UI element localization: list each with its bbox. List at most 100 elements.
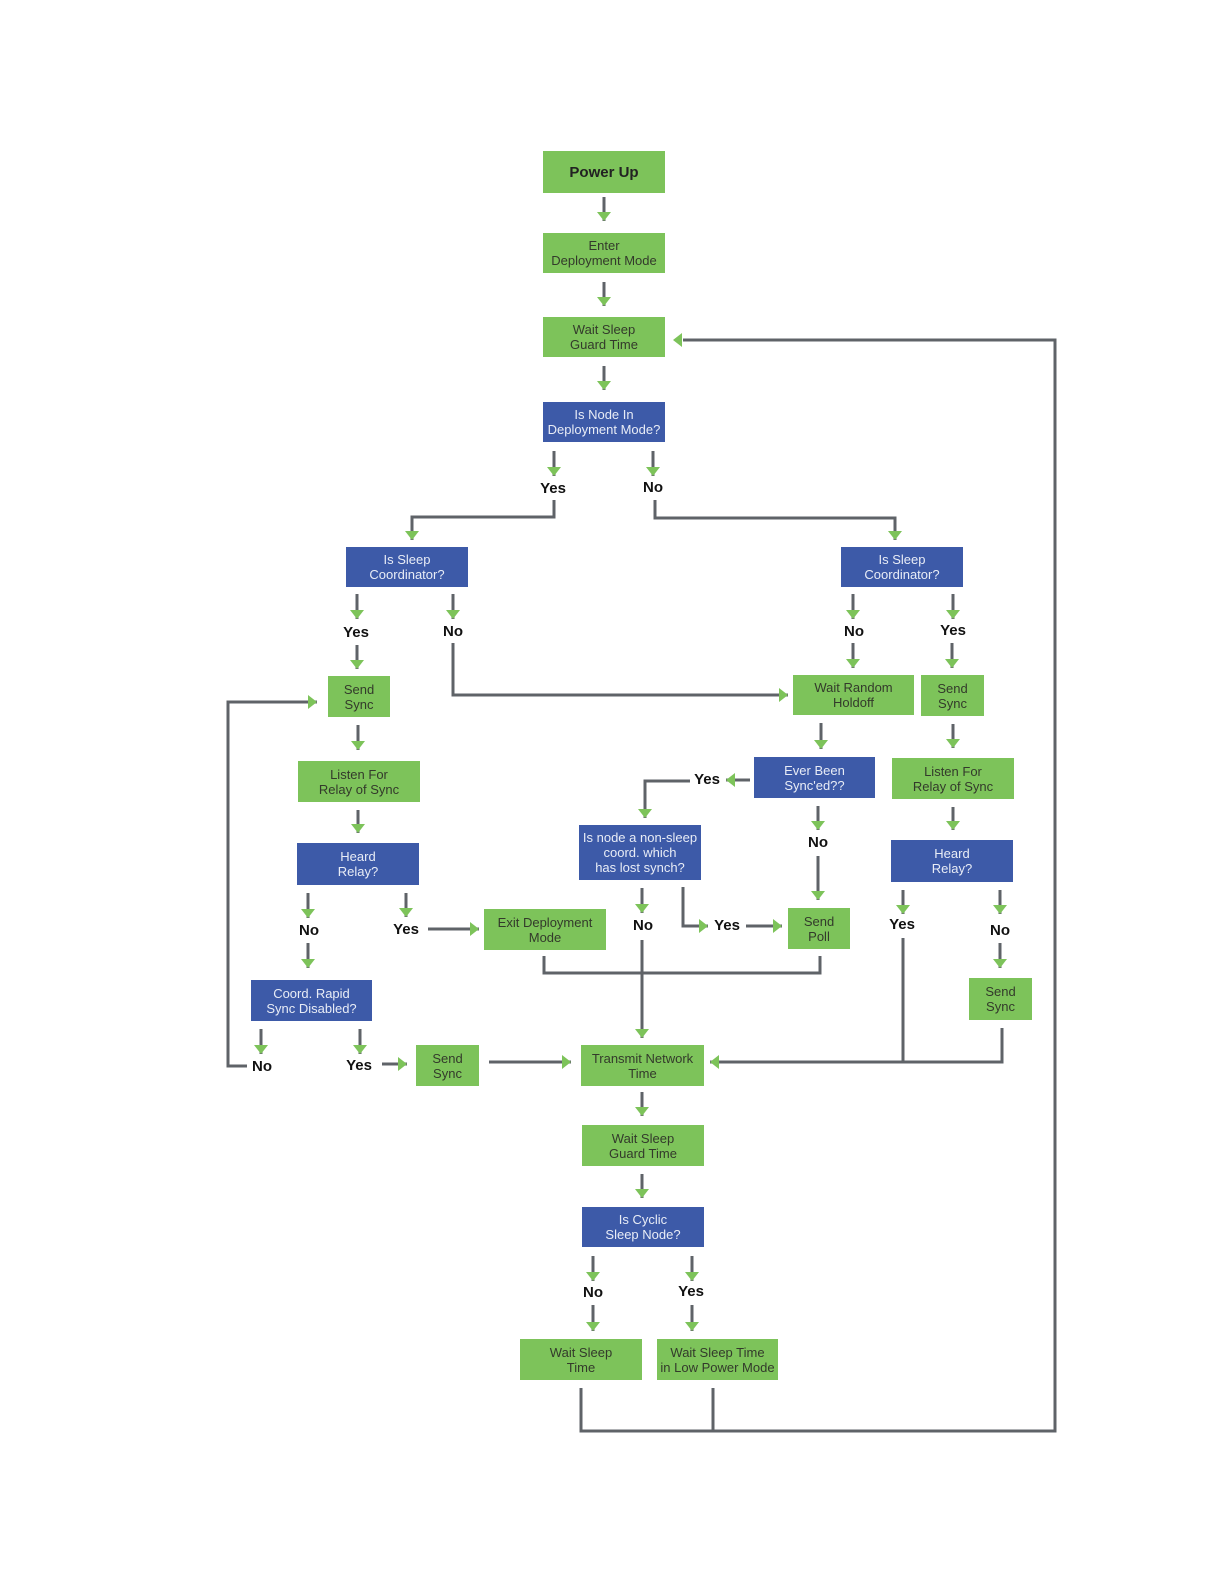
arrowhead-59 [811,821,825,830]
arrowhead-61 [811,891,825,900]
node-wait-random-holdoff: Wait Random Holdoff [793,675,914,715]
label-cyclic-no: No [583,1284,603,1301]
connector-line-46 [226,700,317,1068]
node-exit-deployment-mode: Exit Deployment Mode [484,909,606,950]
decision-is-sleep-coordinator-right: Is Sleep Coordinator? [841,547,963,587]
decision-is-sleep-coordinator-left: Is Sleep Coordinator? [346,547,468,587]
node-wait-sleep-time: Wait Sleep Time [520,1339,642,1380]
arrowhead-76 [896,905,910,914]
arrowhead-70 [635,1029,649,1038]
arrowhead-29 [945,659,959,668]
arrowhead-25 [946,610,960,619]
arrowhead-55 [638,809,652,818]
node-send-sync-right: Send Sync [921,675,984,716]
label-coord-right-yes: Yes [940,622,966,639]
arrowhead-15 [350,610,364,619]
arrowhead-93 [586,1322,600,1331]
arrowhead-49 [398,1057,407,1071]
node-listen-for-relay-right: Listen For Relay of Sync [892,758,1014,799]
arrowhead-27 [846,659,860,668]
decision-coord-rapid-sync-disabled: Coord. Rapid Sync Disabled? [251,980,372,1021]
decision-heard-relay-left: Heard Relay? [297,843,419,885]
arrowhead-45 [353,1045,367,1054]
label-coord-left-no: No [443,623,463,640]
arrowhead-80 [993,959,1007,968]
arrowhead-21 [779,688,788,702]
node-send-sync-left: Send Sync [328,676,390,717]
arrowhead-11 [405,531,419,540]
decision-non-sleep-coord-lost-synch: Is node a non-sleep coord. which has los… [579,825,701,880]
label-rapid-no: No [252,1058,272,1075]
arrowhead-91 [685,1272,699,1281]
decision-is-cyclic-sleep-node: Is Cyclic Sleep Node? [582,1207,704,1247]
node-enter-deployment-mode: Enter Deployment Mode [543,233,665,273]
connector-line-96 [579,338,1057,1433]
arrowhead-57 [814,740,828,749]
label-deploy-no: No [643,479,663,496]
arrowhead-53 [726,773,735,787]
node-send-sync-far-right: Send Sync [969,978,1032,1020]
arrowhead-87 [635,1189,649,1198]
arrowhead-85 [635,1107,649,1116]
label-heard-right-yes: Yes [889,916,915,933]
label-heard-left-no: No [299,922,319,939]
arrowhead-7 [547,467,561,476]
arrowhead-37 [399,908,413,917]
arrowhead-13 [888,531,902,540]
label-coord-right-no: No [844,623,864,640]
node-wait-sleep-guard-time-1: Wait Sleep Guard Time [543,317,665,357]
arrowhead-41 [470,922,479,936]
connector-line-12 [653,500,897,540]
arrowhead-72 [946,739,960,748]
label-heard-left-yes: Yes [393,921,419,938]
arrowhead-65 [699,919,708,933]
arrowhead-63 [635,904,649,913]
node-wait-sleep-time-low-power: Wait Sleep Time in Low Power Mode [657,1339,778,1380]
arrowhead-17 [446,610,460,619]
node-power-up: Power Up [543,151,665,193]
connector-line-54 [643,779,690,818]
node-send-sync-bottom: Send Sync [416,1045,479,1086]
arrowhead-5 [597,381,611,390]
arrowhead-35 [301,909,315,918]
connector-line-10 [410,500,556,540]
node-listen-for-relay-left: Listen For Relay of Sync [298,761,420,802]
arrowhead-83 [710,1055,719,1069]
arrowhead-9 [646,467,660,476]
arrowhead-47 [308,695,317,709]
connector-line-20 [451,643,788,697]
arrowhead-74 [946,821,960,830]
arrowhead-19 [350,660,364,669]
arrowhead-51 [562,1055,571,1069]
connector-line-68 [542,956,822,975]
label-nonsleep-yes: Yes [714,917,740,934]
arrowhead-3 [597,297,611,306]
arrowhead-33 [351,824,365,833]
arrowhead-1 [597,212,611,221]
connector-line-82 [710,1028,1004,1064]
arrowhead-97 [673,333,682,347]
arrowhead-89 [586,1272,600,1281]
label-nonsleep-no: No [633,917,653,934]
node-wait-sleep-guard-time-2: Wait Sleep Guard Time [582,1125,704,1166]
arrowhead-95 [685,1322,699,1331]
arrowhead-31 [351,741,365,750]
arrowhead-43 [254,1045,268,1054]
decision-is-node-in-deployment-mode: Is Node In Deployment Mode? [543,402,665,442]
node-transmit-network-time: Transmit Network Time [581,1045,704,1086]
label-coord-left-yes: Yes [343,624,369,641]
decision-heard-relay-right: Heard Relay? [891,840,1013,882]
arrowhead-39 [301,959,315,968]
label-ever-yes: Yes [694,771,720,788]
decision-ever-been-synced: Ever Been Sync'ed?? [754,757,875,798]
label-ever-no: No [808,834,828,851]
label-heard-right-no: No [990,922,1010,939]
label-deploy-yes: Yes [540,480,566,497]
connector-line-64 [681,887,708,928]
arrowhead-23 [846,610,860,619]
arrowhead-78 [993,905,1007,914]
arrowhead-67 [773,919,782,933]
label-cyclic-yes: Yes [678,1283,704,1300]
